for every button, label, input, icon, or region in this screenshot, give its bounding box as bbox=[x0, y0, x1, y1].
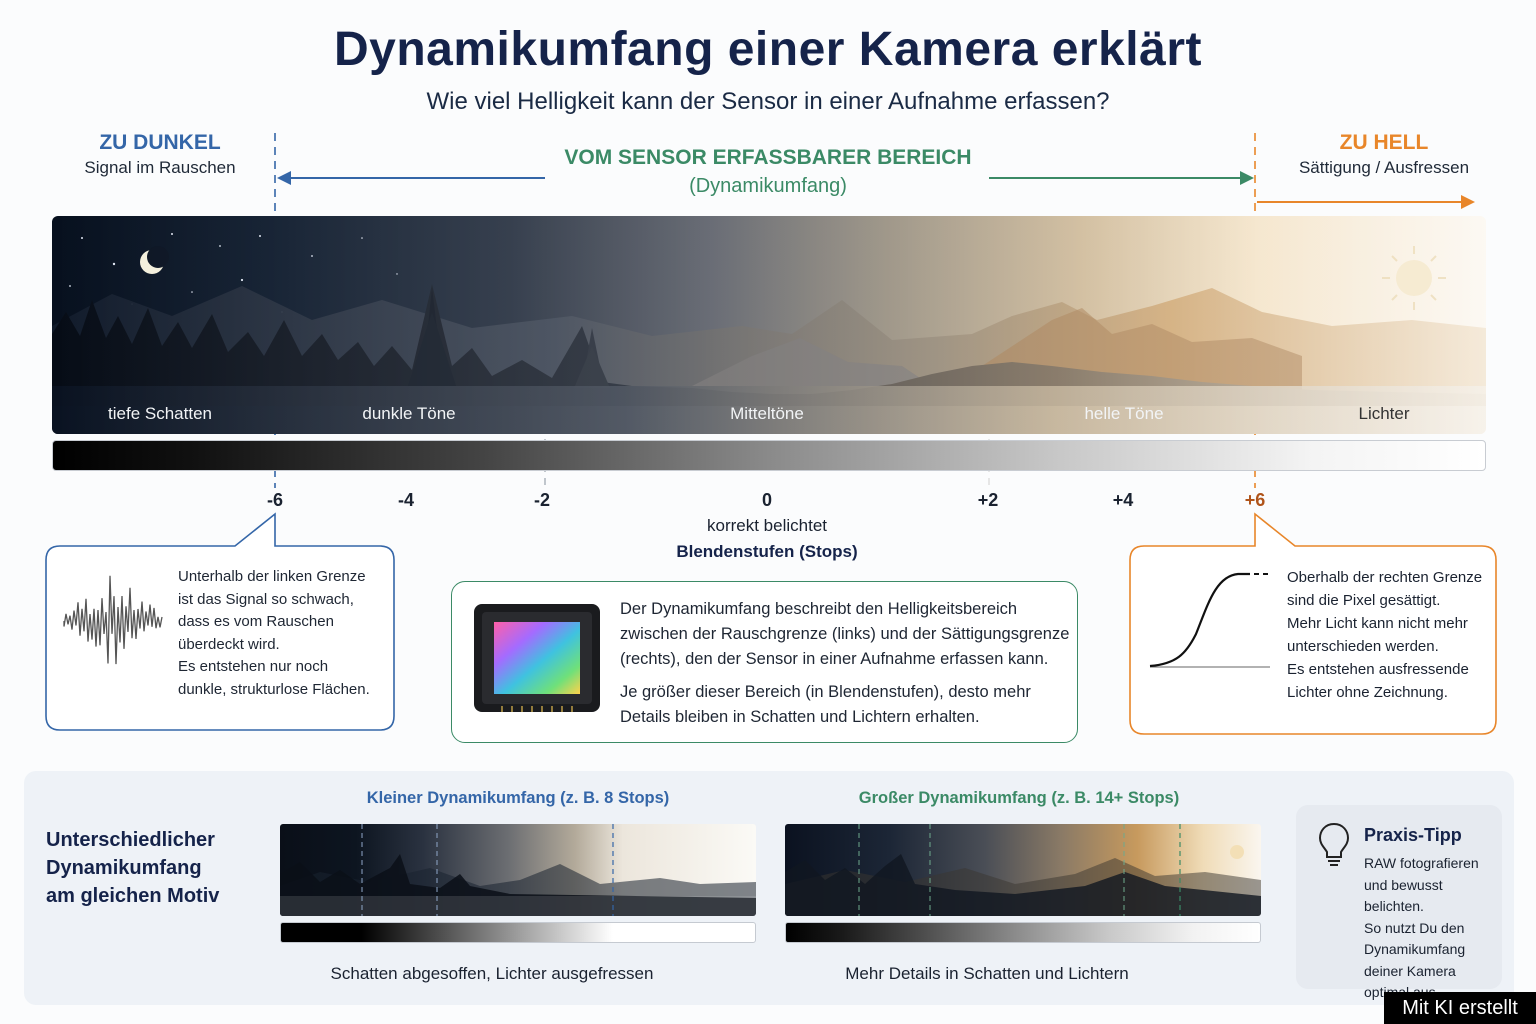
large-dr-bar bbox=[785, 922, 1261, 943]
left-callout-frame bbox=[45, 512, 395, 731]
center-card-line: Details bleiben in Schatten und Lichtern… bbox=[620, 708, 980, 726]
small-dr-bar bbox=[280, 922, 756, 943]
tick-minus-6: -6 bbox=[266, 490, 283, 510]
small-dr-title: Kleiner Dynamikumfang (z. B. 8 Stops) bbox=[366, 789, 670, 807]
lightbulb-icon bbox=[1318, 822, 1350, 866]
scene-label-light-tones: helle Töne bbox=[1084, 404, 1164, 423]
zone-range-title: VOM SENSOR ERFASSBARER BEREICH bbox=[564, 146, 972, 169]
comparison-panel bbox=[24, 771, 1514, 1005]
noise-waveform-icon bbox=[63, 575, 163, 665]
center-card-line: (rechts), den der Sensor in einer Aufnah… bbox=[620, 650, 1049, 668]
tick-zero: 0 bbox=[761, 490, 772, 510]
center-card-line: zwischen der Rauschgrenze (links) und de… bbox=[620, 625, 1070, 643]
scene-label-deep-shadows: tiefe Schatten bbox=[108, 404, 212, 423]
right-callout-frame bbox=[1129, 512, 1497, 735]
center-card-line: Der Dynamikumfang beschreibt den Helligk… bbox=[620, 600, 1018, 618]
center-card-text: Der Dynamikumfang beschreibt den Helligk… bbox=[620, 597, 1070, 730]
axis-label: Blendenstufen (Stops) bbox=[676, 542, 858, 561]
zone-dark-title: ZU DUNKEL bbox=[99, 131, 221, 154]
sensor-chip-icon bbox=[474, 604, 600, 712]
tip-line: RAW fotografieren bbox=[1364, 855, 1479, 871]
zone-dark-subtitle: Signal im Rauschen bbox=[84, 158, 236, 177]
landscape-scene: tiefe Schatten dunkle Töne Mitteltöne he… bbox=[52, 216, 1486, 434]
practice-tip-card: Praxis-Tipp RAW fotografieren und bewuss… bbox=[1296, 805, 1502, 1000]
large-dr-scene bbox=[785, 824, 1261, 916]
tip-title: Praxis-Tipp bbox=[1364, 825, 1462, 845]
right-card-line: sind die Pixel gesättigt. bbox=[1287, 592, 1441, 609]
zero-caption: korrekt belichtet bbox=[707, 516, 827, 535]
zone-bright-title: ZU HELL bbox=[1339, 131, 1429, 154]
tick-plus-6: +6 bbox=[1244, 490, 1266, 510]
small-dr-scene bbox=[280, 824, 756, 916]
center-card-line: Je größer dieser Bereich (in Blendenstuf… bbox=[620, 683, 1031, 701]
comparison-heading-line: Dynamikumfang bbox=[46, 857, 202, 879]
right-card-line: Mehr Licht kann nicht mehr bbox=[1287, 615, 1468, 632]
tip-line: Dynamikumfang bbox=[1364, 941, 1466, 957]
tip-line: deiner Kamera bbox=[1364, 962, 1456, 979]
left-card-line: Es entstehen nur noch bbox=[178, 658, 329, 675]
ai-generated-badge: Mit KI erstellt bbox=[1384, 992, 1536, 1024]
page-title: Dynamikumfang einer Kamera erklärt bbox=[333, 23, 1202, 76]
large-dr-title: Großer Dynamikumfang (z. B. 14+ Stops) bbox=[858, 789, 1180, 807]
saturation-curve-icon bbox=[1149, 572, 1270, 668]
tick-plus-2: +2 bbox=[977, 490, 999, 510]
comparison-heading: Unterschiedlicher Dynamikumfang am gleic… bbox=[46, 826, 266, 910]
right-card-text: Oberhalb der rechten Grenze sind die Pix… bbox=[1287, 566, 1487, 704]
page-subtitle: Wie viel Helligkeit kann der Sensor in e… bbox=[426, 88, 1110, 115]
large-dr-caption: Mehr Details in Schatten und Lichtern bbox=[845, 964, 1129, 983]
comparison-heading-line: am gleichen Motiv bbox=[46, 885, 220, 907]
scene-label-dark-tones: dunkle Töne bbox=[362, 404, 456, 423]
scene-label-midtones: Mitteltöne bbox=[730, 404, 804, 423]
left-card-line: Unterhalb der linken Grenze bbox=[178, 568, 366, 585]
zone-range-subtitle: (Dynamikumfang) bbox=[689, 175, 847, 197]
scene-label-highlights: Lichter bbox=[1358, 404, 1410, 423]
tonal-gradient-bar bbox=[52, 440, 1486, 471]
left-card-line: dunkle, strukturlose Flächen. bbox=[178, 680, 370, 698]
center-card: Der Dynamikumfang beschreibt den Helligk… bbox=[451, 581, 1078, 743]
right-card-line: Oberhalb der rechten Grenze bbox=[1287, 569, 1483, 586]
tick-minus-4: -4 bbox=[397, 490, 414, 510]
tip-line: und bewusst belichten. bbox=[1364, 876, 1443, 915]
tick-minus-2: -2 bbox=[533, 490, 550, 510]
right-card-line: unterschieden werden. bbox=[1287, 638, 1439, 655]
tip-text: RAW fotografieren und bewusst belichten.… bbox=[1364, 853, 1498, 1004]
small-dr-caption: Schatten abgesoffen, Lichter ausgefresse… bbox=[330, 964, 654, 983]
left-card-line: ist das Signal so schwach, bbox=[178, 590, 354, 608]
left-card-line: dass es vom Rauschen bbox=[178, 613, 334, 630]
tip-line: So nutzt Du den bbox=[1364, 919, 1465, 936]
right-card-line: Es entstehen ausfressende bbox=[1287, 661, 1469, 678]
left-card-text: Unterhalb der linken Grenze ist das Sign… bbox=[178, 566, 388, 701]
zone-bright-subtitle: Sättigung / Ausfressen bbox=[1298, 158, 1470, 177]
tick-plus-4: +4 bbox=[1112, 490, 1134, 510]
left-card-line: überdeckt wird. bbox=[178, 635, 280, 653]
right-card-line: Lichter ohne Zeichnung. bbox=[1287, 684, 1448, 701]
comparison-heading-line: Unterschiedlicher bbox=[46, 829, 215, 851]
